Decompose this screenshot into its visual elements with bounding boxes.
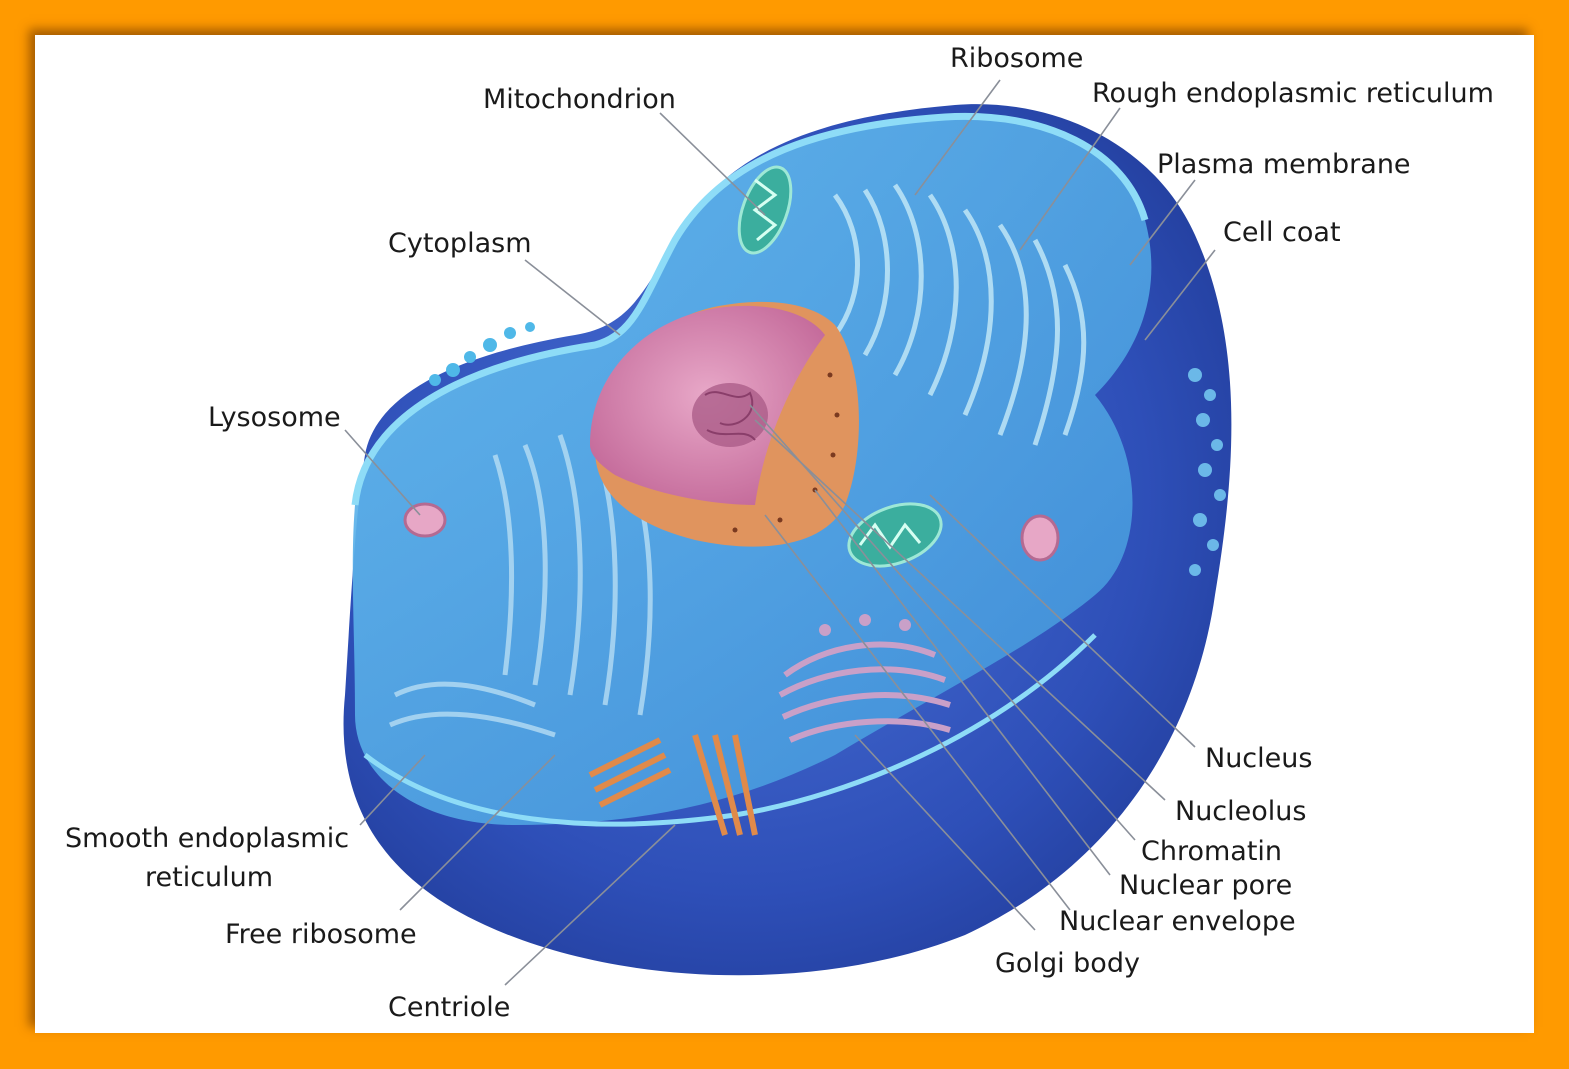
label-nuclear-envelope: Nuclear envelope bbox=[1059, 906, 1296, 937]
mitochondrion-middle bbox=[847, 502, 943, 568]
golgi-body bbox=[778, 614, 951, 743]
label-rough-er: Rough endoplasmic reticulum bbox=[1092, 78, 1494, 109]
lysosome-right bbox=[1020, 514, 1060, 562]
label-smooth-er-line2: reticulum bbox=[145, 862, 273, 893]
label-smooth-er-line1: Smooth endoplasmic bbox=[65, 823, 349, 854]
microvilli bbox=[429, 322, 535, 386]
plasma-membrane-rim bbox=[351, 112, 1149, 506]
cell-diagram: Ribosome Mitochondrion Rough endoplasmic… bbox=[65, 43, 1494, 1023]
label-mitochondrion: Mitochondrion bbox=[483, 84, 676, 115]
nuclear-pores bbox=[732, 372, 840, 533]
label-centriole: Centriole bbox=[388, 992, 510, 1023]
centrioles bbox=[588, 734, 758, 836]
label-lysosome: Lysosome bbox=[208, 402, 341, 433]
leader-lines bbox=[344, 79, 1216, 986]
rough-er bbox=[832, 183, 1087, 446]
label-free-ribosome: Free ribosome bbox=[225, 919, 417, 950]
label-cell-coat: Cell coat bbox=[1223, 217, 1341, 248]
label-cytoplasm: Cytoplasm bbox=[388, 228, 532, 259]
lysosome-left bbox=[403, 502, 447, 538]
diagram-frame: Ribosome Mitochondrion Rough endoplasmic… bbox=[35, 35, 1534, 1033]
label-nuclear-pore: Nuclear pore bbox=[1119, 870, 1292, 901]
label-chromatin: Chromatin bbox=[1141, 836, 1282, 867]
label-plasma-membrane: Plasma membrane bbox=[1157, 149, 1411, 180]
nucleolus-shape bbox=[692, 383, 768, 447]
nucleus bbox=[590, 301, 859, 547]
label-nucleolus: Nucleolus bbox=[1175, 796, 1306, 827]
label-nucleus: Nucleus bbox=[1205, 743, 1312, 774]
label-golgi-body: Golgi body bbox=[995, 948, 1140, 979]
cell-coat-projections bbox=[1188, 368, 1226, 576]
mitochondrion-top bbox=[737, 165, 793, 255]
chromatin-shape bbox=[704, 391, 756, 441]
label-ribosome: Ribosome bbox=[950, 43, 1083, 74]
